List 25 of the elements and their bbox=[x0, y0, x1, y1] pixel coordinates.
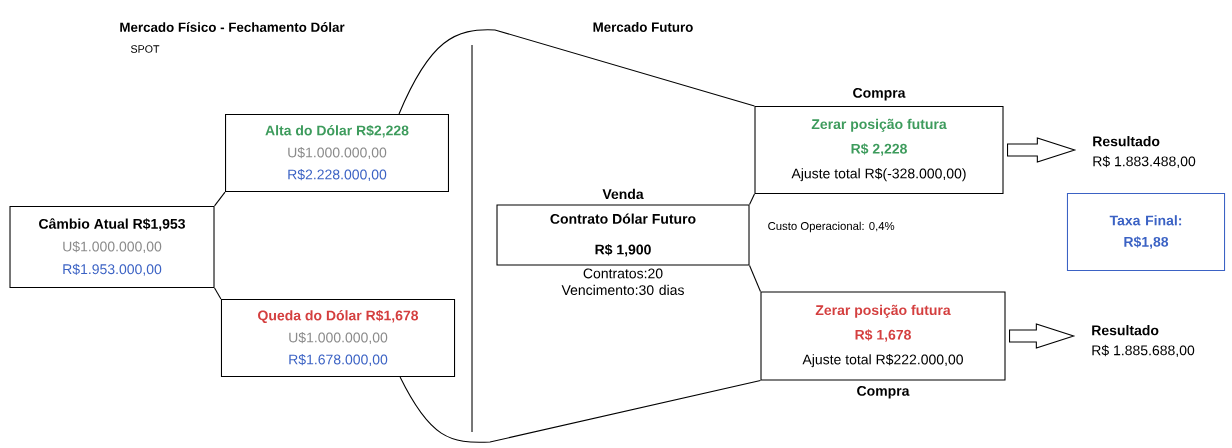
connector-line bbox=[749, 193, 755, 205]
connector-line bbox=[214, 191, 226, 207]
result-text: Resultado R$ 1.885.688,00 bbox=[1092, 325, 1195, 357]
position-box: Compra Zerar posição futura R$ 2,228 Ajuste total R$(-328.000,00) bbox=[754, 87, 1004, 194]
scenario-box: Alta do Dólar R$2,228 U$1.000.000,00 R$2.228.000,00 bbox=[225, 113, 449, 193]
connector-line bbox=[214, 287, 222, 300]
block-arrow bbox=[1007, 137, 1077, 163]
curved-connector bbox=[398, 29, 755, 115]
section-heading: Mercado Físico - Fechamento Dólar bbox=[120, 22, 345, 32]
position-box: Zerar posição futura R$ 1,678 Ajuste total R$222.000,00 Compra bbox=[760, 291, 1006, 399]
block-arrow bbox=[1009, 323, 1076, 349]
node-label: Venda bbox=[602, 188, 644, 200]
curved-connector bbox=[399, 376, 761, 443]
result-text: Resultado R$ 1.883.488,00 bbox=[1093, 136, 1196, 168]
rate-box: Taxa Final: R$1,88 bbox=[1066, 192, 1226, 272]
contract-box: Venda Contrato Dólar Futuro R$ 1,900 Contratos:20 Vencimento:30 dias bbox=[496, 188, 750, 296]
node-label: Compra bbox=[853, 87, 906, 101]
node-label: Contratos:20 Vencimento:30 dias bbox=[561, 268, 684, 296]
cost-note: Custo Operacional: 0,4% bbox=[768, 221, 895, 233]
node-label: Compra bbox=[857, 385, 910, 399]
subheading: SPOT bbox=[130, 45, 160, 53]
section-heading: Mercado Futuro bbox=[593, 22, 693, 32]
value-box: Câmbio Atual R$1,953 U$1.000.000,00 R$1.953.000,00 bbox=[9, 205, 215, 289]
scenario-box: Queda do Dólar R$1,678 U$1.000.000,00 R$1.678.000,00 bbox=[220, 298, 456, 378]
connector-line bbox=[749, 265, 761, 292]
